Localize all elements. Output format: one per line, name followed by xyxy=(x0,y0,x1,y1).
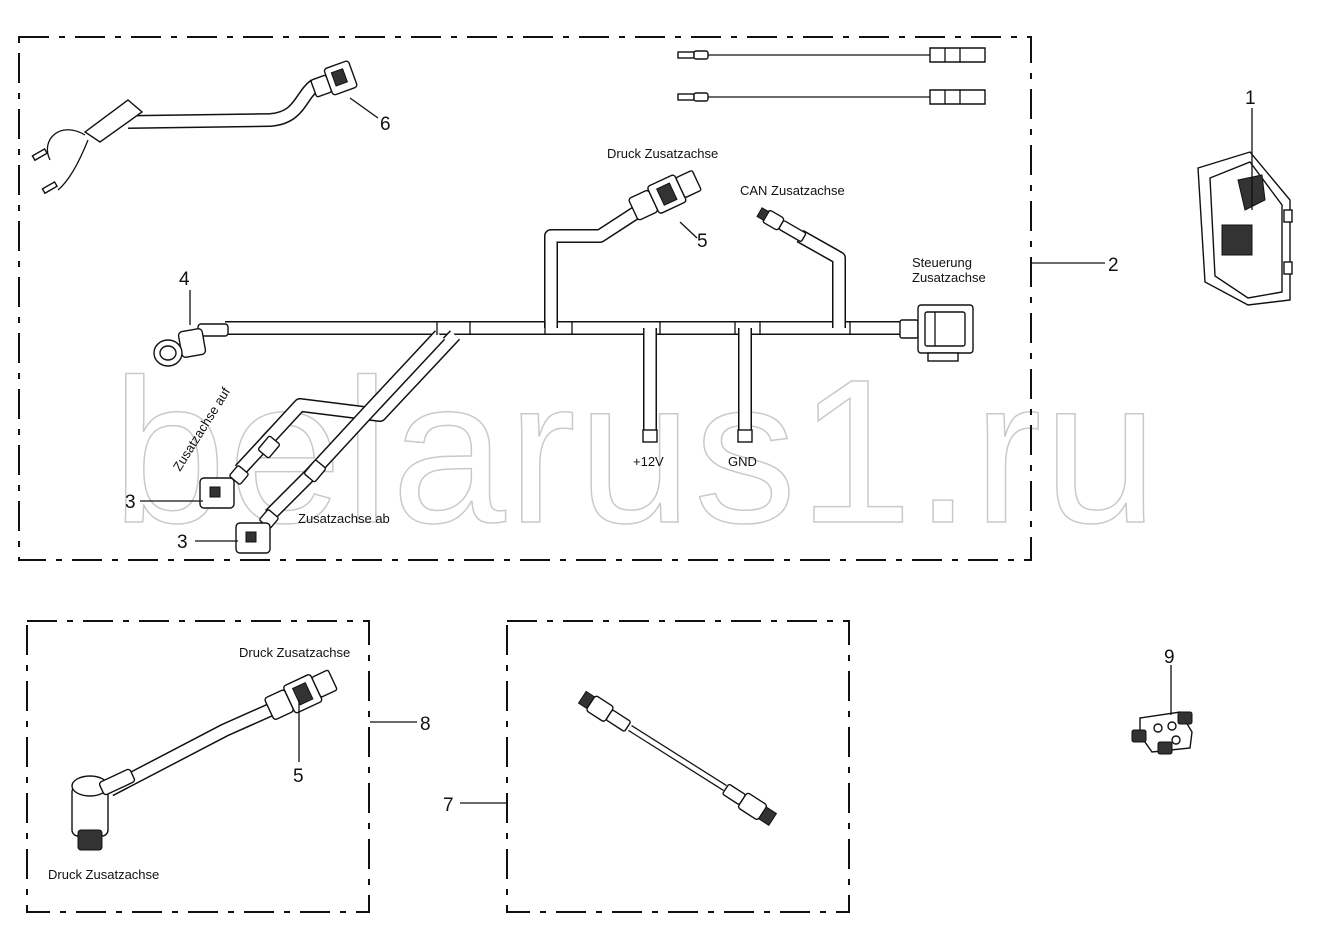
label-can-zusatzachse: CAN Zusatzachse xyxy=(740,183,845,198)
can-cable-icon xyxy=(577,690,778,826)
callout-9: 9 xyxy=(1164,647,1175,668)
connector-3b-icon xyxy=(235,509,279,554)
watermark: belarus1.ru xyxy=(112,337,1160,566)
connector-3a-icon xyxy=(199,465,249,509)
control-unit-icon xyxy=(1197,108,1293,306)
callout-3a: 3 xyxy=(125,492,136,513)
harness-icon xyxy=(225,204,902,520)
connector-5-top-icon xyxy=(628,170,702,221)
label-plus-12v: +12V xyxy=(633,454,664,469)
leader-lines xyxy=(140,97,1105,804)
callout-4: 4 xyxy=(179,269,190,290)
callout-5a: 5 xyxy=(697,231,708,252)
callout-5b: 5 xyxy=(293,766,304,787)
label-zusatzachse-ab: Zusatzachse ab xyxy=(298,511,390,526)
harness-6-icon xyxy=(31,60,358,195)
callout-3b: 3 xyxy=(177,532,188,553)
frame-sensor-8 xyxy=(26,620,370,913)
control-connector-icon xyxy=(899,304,974,362)
label-steuerung: Steuerung xyxy=(912,255,972,270)
can-plug-icon xyxy=(756,207,807,242)
label-druck-zusatzachse-box8: Druck Zusatzachse xyxy=(239,645,350,660)
frame-harness-2 xyxy=(18,36,1032,561)
frame-cable-7 xyxy=(506,620,850,913)
label-druck-zusatzachse-bottom: Druck Zusatzachse xyxy=(48,867,159,882)
terminal-wires-icon xyxy=(677,47,986,105)
label-druck-zusatzachse-top: Druck Zusatzachse xyxy=(607,146,718,161)
t-splitter-icon xyxy=(1131,665,1193,755)
callout-2: 2 xyxy=(1108,255,1119,276)
pressure-sensor-icon xyxy=(71,669,338,851)
callout-6: 6 xyxy=(380,114,391,135)
connector-4-icon xyxy=(153,323,229,367)
label-zusatzachse: Zusatzachse xyxy=(912,270,986,285)
callout-8: 8 xyxy=(420,714,431,735)
callout-1: 1 xyxy=(1245,88,1256,109)
callout-7: 7 xyxy=(443,795,454,816)
label-gnd: GND xyxy=(728,454,757,469)
